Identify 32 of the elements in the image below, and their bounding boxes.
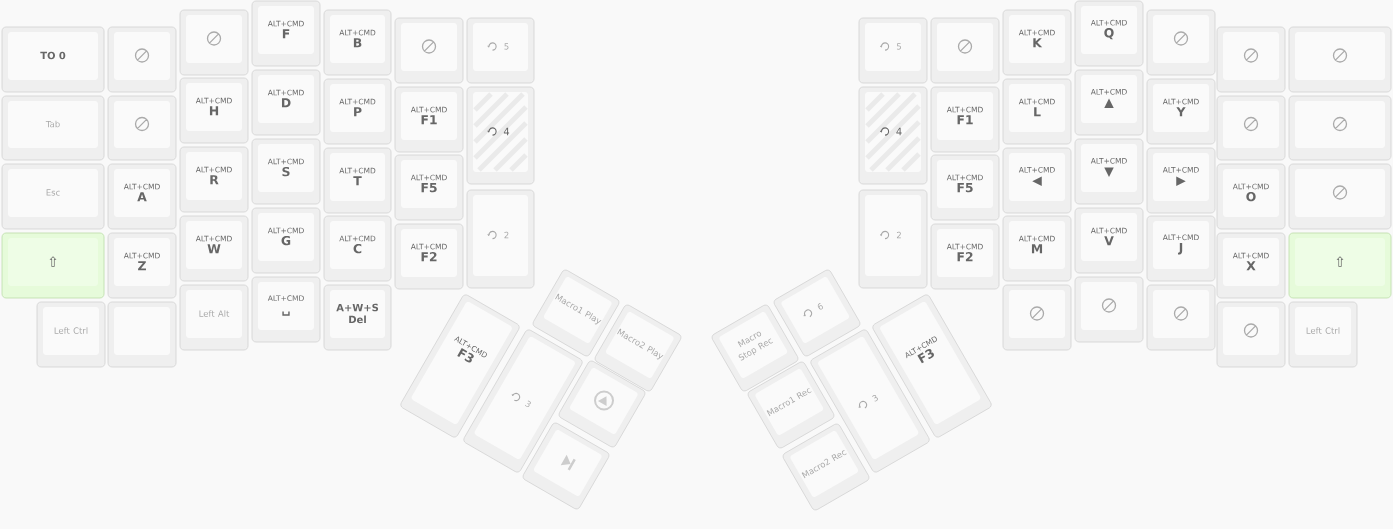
key: Left Ctrl	[36, 301, 106, 368]
key	[1002, 284, 1072, 351]
key	[1216, 26, 1286, 93]
key: Left Alt	[179, 284, 249, 351]
key	[1216, 95, 1286, 161]
key	[107, 26, 177, 93]
key: 4	[858, 86, 928, 185]
key	[394, 17, 464, 84]
key: 2	[466, 189, 535, 289]
key	[1288, 26, 1392, 93]
key: 5	[858, 17, 928, 84]
key: A+W+S Del	[323, 284, 392, 351]
key	[1288, 163, 1392, 230]
key	[107, 95, 177, 161]
key	[522, 422, 610, 510]
key: ⇧	[1288, 232, 1392, 299]
key	[1288, 95, 1392, 161]
key: 2	[858, 189, 928, 289]
key	[1216, 301, 1286, 368]
key	[1146, 9, 1216, 76]
key	[179, 9, 249, 76]
key: TO 0	[1, 26, 105, 93]
key: ⇧	[1, 232, 105, 299]
key	[107, 301, 177, 368]
key: Left Ctrl	[1288, 301, 1358, 368]
key	[930, 17, 1000, 84]
key: Esc	[1, 163, 105, 230]
key	[1074, 276, 1144, 343]
key: 4	[466, 86, 535, 185]
key	[1146, 284, 1216, 351]
key: 5	[466, 17, 535, 84]
key: Tab	[1, 95, 105, 161]
